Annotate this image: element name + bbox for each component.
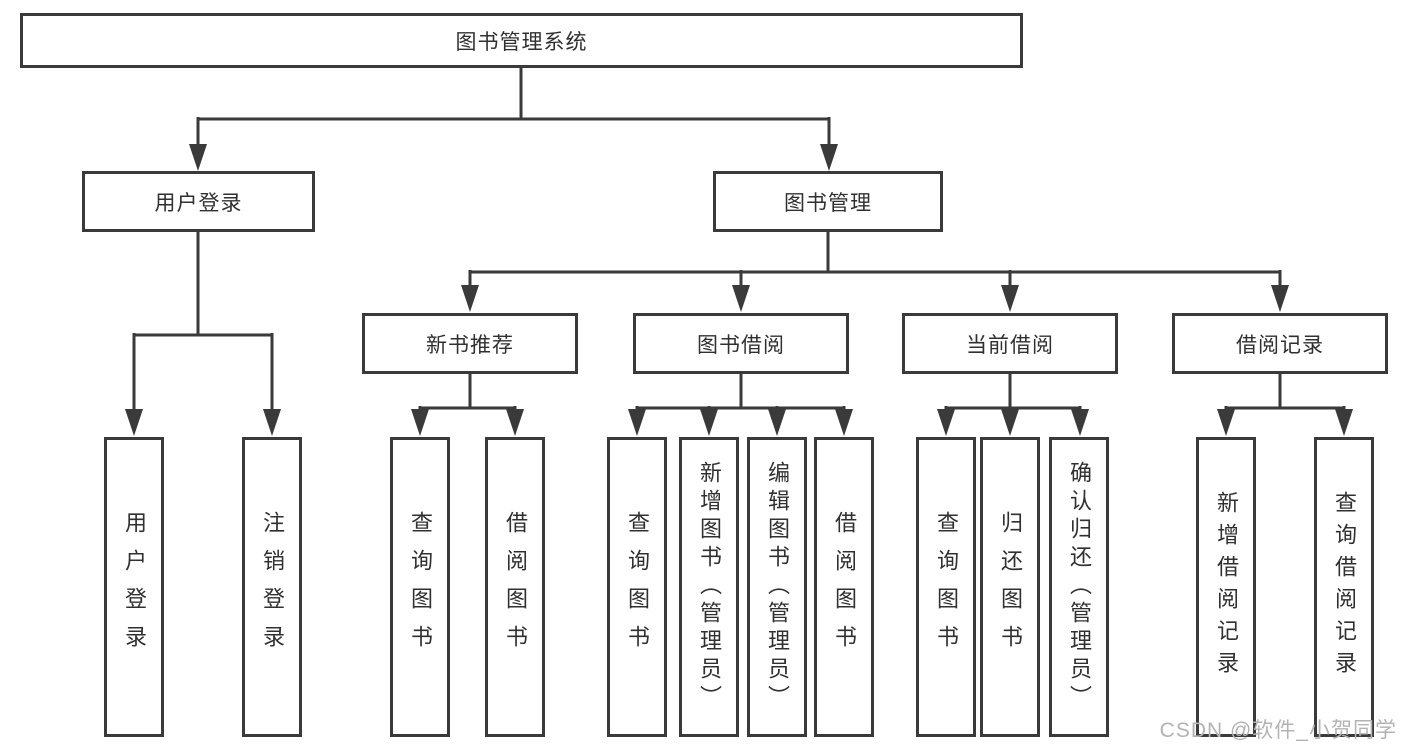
arrow-icon — [1001, 409, 1019, 436]
node-label: 归还图书 — [998, 511, 1023, 663]
arrow-icon — [820, 144, 838, 171]
leaf-cb-query-books: 查询图书 — [916, 437, 976, 737]
arrow-icon — [628, 409, 646, 436]
node-label: 图书管理 — [784, 191, 872, 215]
arrow-icon — [700, 409, 718, 436]
node-user-login: 用户登录 — [82, 171, 315, 232]
connector-paths — [132, 66, 1346, 414]
node-label: 编辑图书（管理员） — [765, 461, 790, 713]
node-label: 查询图书 — [934, 511, 959, 663]
node-label: 借阅图书 — [503, 511, 528, 663]
node-borrow-records: 借阅记录 — [1172, 313, 1388, 374]
arrow-icon — [1001, 285, 1019, 312]
arrow-icon — [1271, 285, 1289, 312]
node-new-book-recommend: 新书推荐 — [362, 313, 578, 374]
arrow-icon — [937, 409, 955, 436]
node-label: 用户登录 — [122, 511, 147, 663]
node-label: 借阅图书 — [832, 511, 857, 663]
arrow-icon — [1335, 409, 1353, 436]
node-label: 新书推荐 — [426, 333, 514, 357]
arrow-icon — [1217, 409, 1235, 436]
leaf-cb-confirm-return-admin: 确认归还（管理员） — [1049, 437, 1109, 737]
arrowheads — [125, 144, 1353, 436]
node-label: 借阅记录 — [1236, 333, 1324, 357]
leaf-bb-borrow-books: 借阅图书 — [814, 437, 874, 737]
node-book-borrow: 图书借阅 — [633, 313, 849, 374]
node-label: 用户登录 — [154, 191, 243, 215]
leaf-cb-return-books: 归还图书 — [980, 437, 1040, 737]
node-label: 当前借阅 — [966, 333, 1054, 357]
arrow-icon — [411, 409, 429, 436]
node-label: 新增图书（管理员） — [697, 461, 722, 713]
arrow-icon — [835, 409, 853, 436]
node-label: 图书借阅 — [697, 333, 785, 357]
node-root: 图书管理系统 — [20, 13, 1023, 68]
node-book-management: 图书管理 — [713, 171, 943, 232]
leaf-logout: 注销登录 — [242, 437, 302, 737]
leaf-bb-add-books-admin: 新增图书（管理员） — [679, 437, 739, 737]
arrow-icon — [506, 409, 524, 436]
node-label: 查询图书 — [625, 511, 650, 663]
leaf-nb-borrow-books: 借阅图书 — [485, 437, 545, 737]
leaf-br-add-record: 新增借阅记录 — [1196, 437, 1256, 737]
arrow-icon — [732, 285, 750, 312]
arrow-icon — [125, 409, 143, 436]
arrow-icon — [461, 285, 479, 312]
leaf-bb-edit-books-admin: 编辑图书（管理员） — [747, 437, 807, 737]
arrow-icon — [263, 409, 281, 436]
node-label: 注销登录 — [260, 511, 285, 663]
leaf-nb-query-books: 查询图书 — [390, 437, 450, 737]
arrow-icon — [1071, 409, 1089, 436]
node-label: 查询图书 — [408, 511, 433, 663]
leaf-user-login: 用户登录 — [104, 437, 164, 737]
node-label: 图书管理系统 — [455, 30, 588, 54]
watermark: CSDN @软件_小贺同学 — [1159, 719, 1397, 742]
arrow-icon — [189, 144, 207, 171]
node-label: 确认归还（管理员） — [1067, 461, 1092, 713]
leaf-bb-query-books: 查询图书 — [607, 437, 667, 737]
node-label: 查询借阅记录 — [1332, 491, 1357, 683]
leaf-br-query-record: 查询借阅记录 — [1314, 437, 1374, 737]
node-current-borrow: 当前借阅 — [902, 313, 1118, 374]
arrow-icon — [768, 409, 786, 436]
node-label: 新增借阅记录 — [1214, 491, 1239, 683]
